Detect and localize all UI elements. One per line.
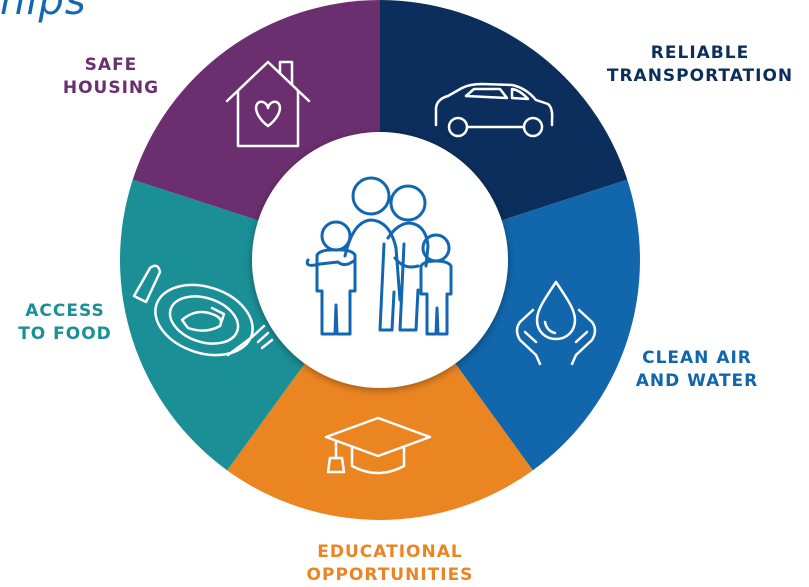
label-line: CLEAN AIR	[642, 348, 752, 368]
plate-fork-knife-icon	[132, 264, 274, 357]
label-clean-air-water: CLEAN AIR AND WATER	[612, 347, 782, 393]
label-line: HOUSING	[62, 78, 160, 98]
label-line: SAFE	[84, 55, 138, 75]
car-icon	[434, 82, 554, 138]
label-safe-housing: SAFE HOUSING	[46, 54, 176, 100]
label-line: ACCESS	[25, 301, 105, 321]
label-line: OPPORTUNITIES	[306, 565, 474, 585]
center-circle	[252, 132, 508, 388]
label-reliable-transportation: RELIABLE TRANSPORTATION	[600, 42, 800, 88]
graduation-cap-icon	[324, 416, 432, 475]
title-fragment: hips	[0, 0, 87, 24]
label-access-to-food: ACCESS TO FOOD	[15, 300, 115, 346]
segment-education	[227, 260, 533, 520]
label-line: EDUCATIONAL	[317, 542, 463, 562]
house-heart-icon	[225, 60, 311, 148]
label-line: TRANSPORTATION	[606, 66, 794, 86]
label-line: RELIABLE	[650, 43, 750, 63]
family-icon	[305, 176, 453, 336]
label-educational-opportunities: EDUCATIONAL OPPORTUNITIES	[270, 541, 510, 587]
hands-water-drop-icon	[515, 280, 597, 366]
label-line: AND WATER	[635, 371, 759, 391]
label-line: TO FOOD	[18, 324, 112, 344]
